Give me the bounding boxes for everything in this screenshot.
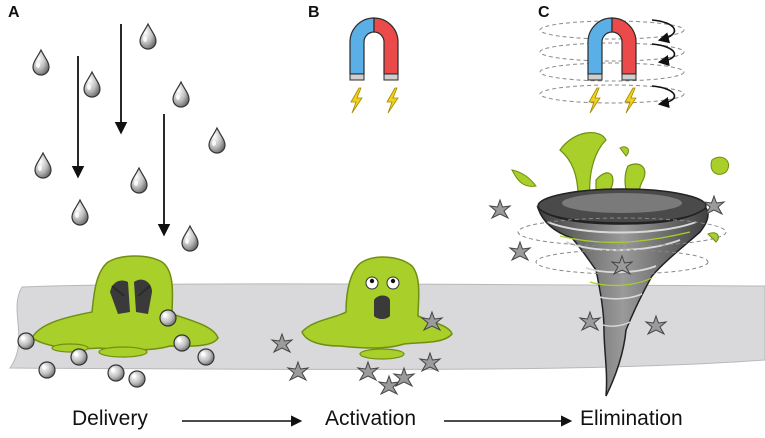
star-particle-icon (509, 241, 531, 261)
droplet-icon (139, 23, 157, 50)
magnet-icon (349, 17, 399, 81)
panel-a-falling-droplets (32, 23, 226, 252)
droplet-icon (128, 370, 146, 388)
panel-c-rotating-magnet (539, 17, 685, 114)
droplet-icon (172, 81, 190, 108)
droplet-icon (181, 225, 199, 252)
rotation-arrow-icon (651, 19, 676, 44)
stage-label-elimination: Elimination (580, 407, 683, 430)
stage-label-delivery: Delivery (72, 407, 148, 430)
magnet-icon (587, 17, 637, 81)
lightning-bolt-icon (588, 87, 601, 114)
droplet-icon (208, 127, 226, 154)
droplet-icon (38, 361, 56, 379)
stage-label-activation: Activation (325, 407, 417, 430)
panel-label-c: C (538, 4, 550, 21)
droplet-icon (197, 348, 215, 366)
droplet-icon (107, 364, 125, 382)
panel-label-b: B (308, 4, 320, 21)
tornado-icon (536, 188, 709, 397)
lightning-bolt-icon (386, 87, 399, 114)
panel-a-biofilm (17, 255, 219, 388)
star-particle-icon (393, 367, 415, 387)
droplet-icon (17, 332, 35, 350)
droplet-icon (130, 167, 148, 194)
droplet-icon (71, 199, 89, 226)
panel-c-tornado (489, 132, 730, 397)
star-particle-icon (703, 195, 725, 215)
droplet-icon (159, 309, 177, 327)
star-particle-icon (489, 199, 511, 219)
panel-label-a: A (8, 4, 20, 21)
droplet-icon (34, 152, 52, 179)
rotation-arrow-icon (651, 43, 676, 67)
droplet-icon (83, 71, 101, 98)
droplet-icon (173, 334, 191, 352)
lightning-bolt-icon (350, 87, 363, 114)
panel-b-magnet (349, 17, 399, 114)
panel-b-biofilm (271, 256, 453, 395)
droplet-icon (32, 49, 50, 76)
rotation-arrow-icon (651, 85, 676, 109)
droplet-icon (70, 348, 88, 366)
lightning-bolt-icon (624, 87, 637, 114)
